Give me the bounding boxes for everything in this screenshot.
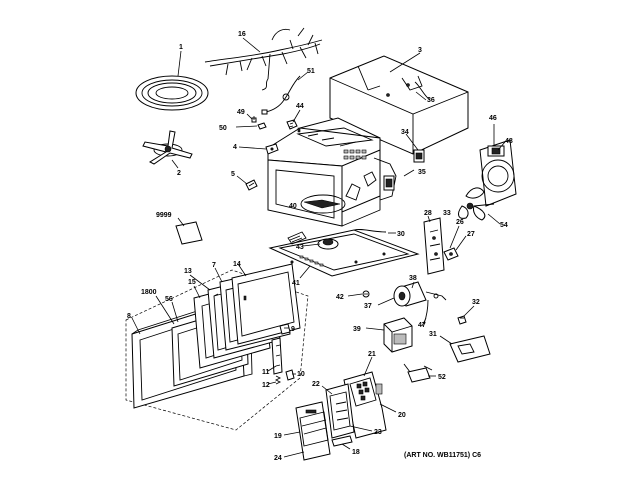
callout-9999: 9999 (156, 212, 172, 219)
callout-12: 12 (262, 382, 270, 389)
callout-48: 48 (505, 138, 513, 145)
roller-support (142, 130, 193, 165)
clip-50 (257, 122, 267, 130)
callout-24: 24 (274, 455, 282, 462)
callout-1800: 1800 (141, 289, 157, 296)
callout-9: 9 (291, 326, 295, 333)
switch-44 (286, 119, 298, 130)
control-bracket (423, 217, 445, 275)
callout-40: 40 (289, 203, 297, 210)
callout-42: 42 (336, 294, 344, 301)
callout-51: 51 (307, 68, 315, 75)
callout-28: 28 (424, 210, 432, 217)
hinge-9 (279, 323, 291, 335)
callout-4: 4 (233, 144, 237, 151)
thermal-sensor (443, 247, 459, 261)
wire-30 (353, 229, 387, 233)
callout-19: 19 (274, 433, 282, 440)
door-seal-14 (231, 263, 301, 345)
callout-16: 16 (238, 31, 246, 38)
spring-12 (274, 375, 282, 385)
callout-10: 10 (297, 371, 305, 378)
callout-49: 49 (237, 109, 245, 116)
callout-43: 43 (296, 244, 304, 251)
callout-31: 31 (429, 331, 437, 338)
callout-23: 23 (374, 429, 382, 436)
latch-bar-11 (271, 337, 283, 375)
callout-41: 41 (292, 280, 300, 287)
callout-47: 47 (418, 322, 426, 329)
callout-35: 35 (418, 169, 426, 176)
callout-34: 34 (401, 129, 409, 136)
wire-harness (204, 27, 323, 91)
oven-cavity (267, 117, 397, 227)
callout-37: 37 (364, 303, 372, 310)
callout-38: 38 (409, 275, 417, 282)
fuse-32 (457, 315, 467, 325)
callout-54: 54 (500, 222, 508, 229)
callout-2: 2 (177, 170, 181, 177)
callout-3: 3 (418, 47, 422, 54)
callout-33: 33 (443, 210, 451, 217)
callout-14: 14 (233, 261, 241, 268)
wire-47 (423, 299, 429, 325)
callout-22: 22 (312, 381, 320, 388)
callout-11: 11 (262, 369, 270, 376)
callout-27: 27 (467, 231, 475, 238)
latch-5 (245, 179, 258, 191)
hook-10 (285, 369, 295, 381)
screw-49 (251, 116, 257, 123)
base-plate (268, 229, 420, 277)
art-number: (ART NO. WB11751) C6 (404, 452, 481, 459)
callout-13: 13 (184, 268, 192, 275)
turntable-tray (135, 75, 209, 111)
callout-50: 50 (219, 125, 227, 132)
callout-1: 1 (179, 44, 183, 51)
door-dashed-group (125, 269, 309, 431)
callout-52: 52 (438, 374, 446, 381)
callout-26: 26 (456, 219, 464, 226)
bracket-4 (265, 143, 279, 155)
callout-7: 7 (212, 262, 216, 269)
callout-32: 32 (472, 299, 480, 306)
fan-bracket (479, 139, 517, 207)
callout-20: 20 (398, 412, 406, 419)
duct-31 (449, 335, 491, 363)
callout-39: 39 (353, 326, 361, 333)
control-panel (325, 371, 387, 447)
callout-18: 18 (352, 449, 360, 456)
callout-8: 8 (127, 313, 131, 320)
outer-case (329, 55, 469, 155)
fan-blade (458, 187, 495, 221)
label-card-9999 (175, 221, 203, 245)
callout-15: 15 (188, 279, 196, 286)
component-34 (413, 149, 425, 163)
screw-42 (362, 290, 370, 298)
transformer-39 (383, 317, 413, 353)
callout-46: 46 (489, 115, 497, 122)
control-faceplate (295, 401, 331, 461)
callout-21: 21 (368, 351, 376, 358)
switch-52 (403, 363, 433, 383)
callout-56: 56 (165, 296, 173, 303)
callout-44: 44 (296, 103, 304, 110)
wire-lead-51 (261, 75, 301, 115)
callout-5: 5 (231, 171, 235, 178)
motor-38 (393, 281, 447, 307)
callout-30: 30 (397, 231, 405, 238)
callout-36: 36 (427, 97, 435, 104)
